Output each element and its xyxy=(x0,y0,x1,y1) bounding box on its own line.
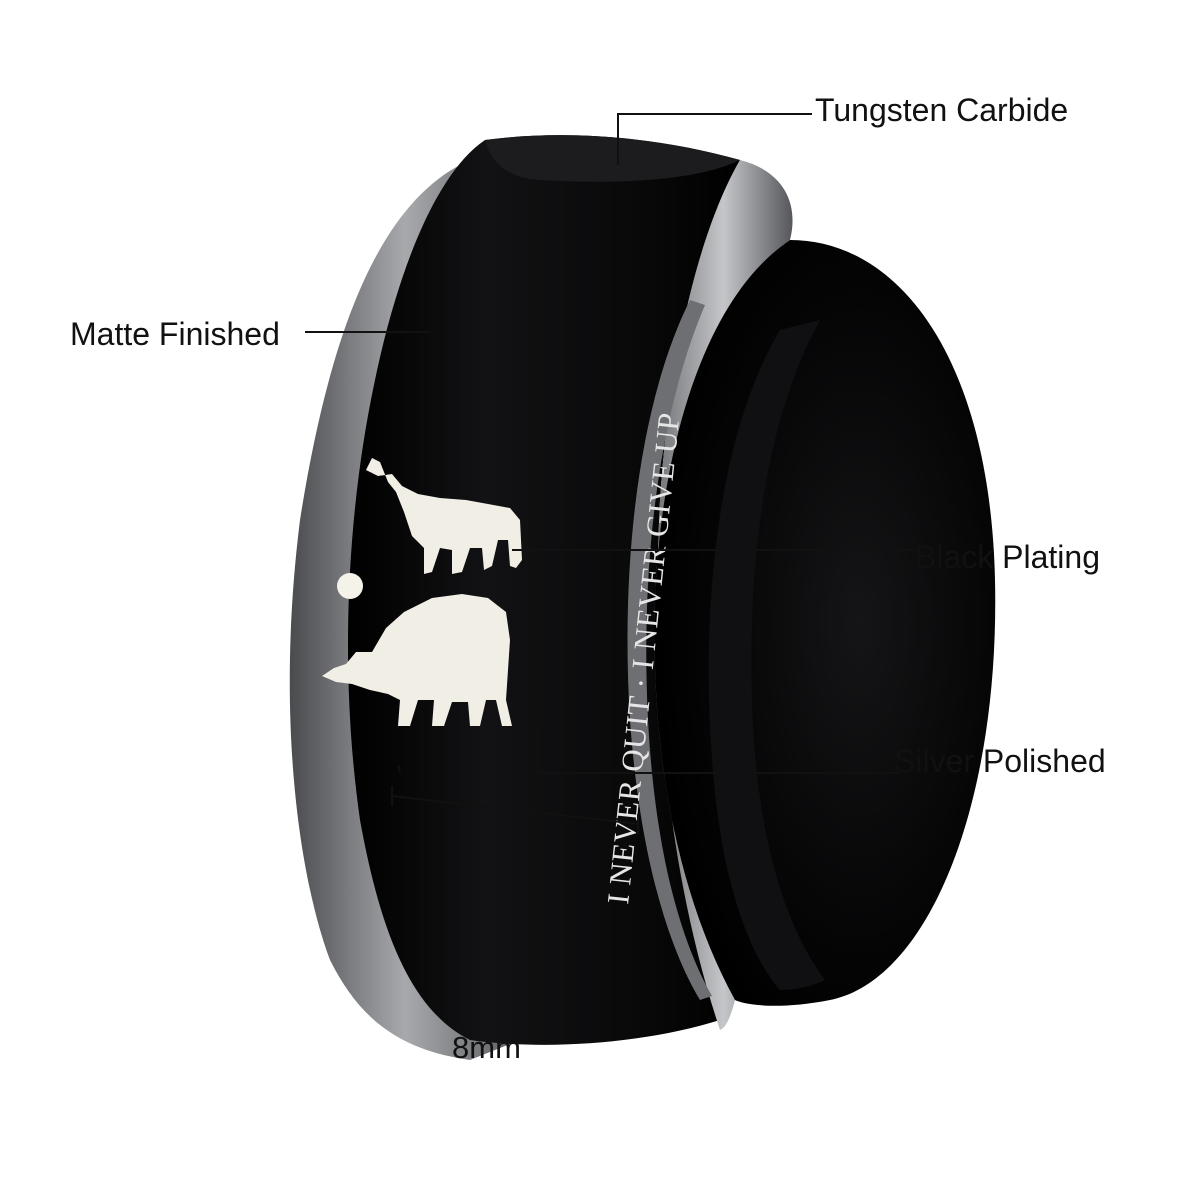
ring-inner-lip xyxy=(627,300,712,1000)
callout-leader-lines xyxy=(305,113,916,774)
width-dimension-indicator xyxy=(391,764,639,834)
band-highlight xyxy=(485,135,740,182)
width-dimension-label: 8mm xyxy=(452,1030,521,1065)
ring-left-bevel xyxy=(289,160,520,1060)
wolf-pair-engraving-icon xyxy=(322,458,522,726)
leader-silver-polished xyxy=(537,728,900,774)
black-plating-label: Black Plating xyxy=(915,539,1100,575)
interior-sheen xyxy=(708,320,825,990)
matte-finished-label: Matte Finished xyxy=(70,316,280,352)
leader-tungsten xyxy=(617,113,812,165)
tungsten-carbide-label: Tungsten Carbide xyxy=(815,92,1069,128)
silver-polished-label: Silver Polished xyxy=(894,743,1106,779)
ring-right-bevel xyxy=(654,160,793,1030)
moon-dot-icon xyxy=(337,573,363,599)
ring-interior xyxy=(654,240,996,1006)
